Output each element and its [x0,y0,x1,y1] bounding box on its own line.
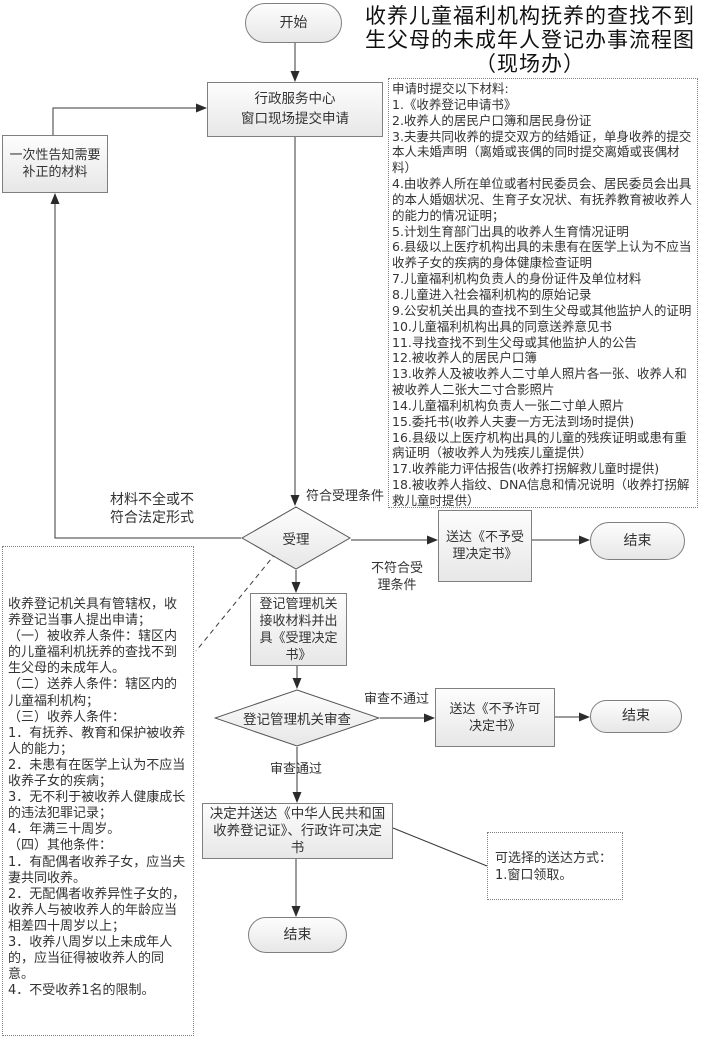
accept-decision-label: 受理 [282,532,310,548]
materials-item: 11.寻找查找不到生父母或其他监护人的公告 [392,334,637,350]
conditions-line: （二）送养人条件：辖区内的儿童福利机构； [8,677,178,709]
deliver-no-accept-node: 送达《不予受理决定书》 [438,510,532,582]
materials-item: 3.夫妻共同收养的提交双方的结婚证，单身收养的提交本人未婚声明（离婚或丧偶的同时… [392,128,692,176]
start-node: 开始 [245,3,342,43]
materials-item: 6.县级以上医疗机构出具的未患有在医学上认为不应当收养子女的疾病的身体健康检查证… [392,239,692,271]
delivery-note-item: 1.窗口领取。 [495,868,573,883]
decide-deliver-label: 决定并送达《中华人民共和国收养登记证》、行政许可决定书 [209,805,386,856]
materials-item: 1.《收养登记申请书》 [392,96,517,112]
materials-item: 8.儿童进入社会福利机构的原始记录 [392,286,592,302]
edge-label-incomplete: 材料不全或不符合法定形式 [110,492,194,526]
materials-item: 5.计划生育部门出具的收养人生育情况证明 [392,223,629,239]
edge-label-review-fail: 审查不通过 [364,692,430,707]
page-title-line1: 收养儿童福利机构抚养的查找不到 [365,4,695,28]
page-title: 收养儿童福利机构抚养的查找不到 生父母的未成年人登记办事流程图 （现场办） [358,4,702,76]
materials-item: 4.由收养人所在单位或者村民委员会、居民委员会出具的本人婚姻状况、生育子女况状、… [392,176,693,223]
deliver-no-accept-label: 送达《不予受理决定书》 [445,530,524,562]
conditions-line: 3．无不利于被收养人健康成长的违法犯罪记录； [8,790,186,822]
materials-note-title: 申请时提交以下材料: [392,81,509,96]
materials-item: 18.被收养人指纹、DNA信息和情况说明（收养打拐解救儿童时提供） [392,477,690,508]
end-node-1: 结束 [590,522,685,560]
end-node-3: 结束 [248,917,347,953]
conditions-line: 1．有抚养、教育和保护被收养人的能力； [8,725,186,757]
conditions-line: 2．无配偶者收养异性子女的，收养人与被收养人的年龄应当相差四十周岁以上； [8,886,186,934]
service-center-line2: 窗口现场提交申请 [241,111,349,127]
conditions-line: （一）被收养人条件：辖区内的儿童福利机抚养的查找不到生父母的未成年人。 [8,629,178,677]
materials-item: 14.儿童福利机构负责人一张二寸单人照片 [392,397,625,413]
review-decision-diamond: 登记管理机关审查 [214,689,380,747]
receive-materials-node: 登记管理机关接收材料并出具《受理决定书》 [250,593,347,666]
review-decision-label: 登记管理机关审查 [243,712,351,728]
conditions-line: 4．年满三十周岁。 [8,822,121,838]
materials-item: 13.收养人及被收养人二寸单人照片各一张、收养人和被收养人二张大二寸合影照片 [392,366,687,398]
end-node-1-label: 结束 [623,532,652,549]
conditions-note: 收养登记机关具有管辖权，收养登记当事人提出申请； （一）被收养人条件：辖区内的儿… [2,546,194,1036]
materials-item: 17.收养能力评估报告(收养打拐解救儿童时提供) [392,461,660,477]
conditions-line: （三）收养人条件： [8,709,126,725]
diamond-shape [214,689,380,747]
materials-note: 申请时提交以下材料: 1.《收养登记申请书》 2.收养人的居民户口簿和居民身份证… [388,78,698,508]
receive-materials-label: 登记管理机关接收材料并出具《受理决定书》 [259,596,338,663]
page-title-line3: （现场办） [475,52,585,76]
end-node-2: 结束 [590,700,682,733]
materials-item: 12.被收养人的居民户口簿 [392,350,537,366]
service-center-line1: 行政服务中心 [254,91,336,107]
notify-correction-node: 一次性告知需要补正的材料 [2,135,108,193]
notify-correction-label: 一次性告知需要补正的材料 [9,148,101,180]
edge-label-not-meet-accept: 不符合受理条件 [370,561,423,593]
deliver-no-permit-label: 送达《不予许可决定书》 [449,701,541,734]
page-title-line2: 生父母的未成年人登记办事流程图 [365,28,695,52]
edge-label-meet-accept: 符合受理条件 [306,489,385,504]
materials-item: 9.公安机关出具的查找不到生父母或其他监护人的证明 [392,302,692,318]
delivery-note-title: 可选择的送达方式： [495,851,613,866]
diamond-shape [241,506,351,570]
conditions-line: （四）其他条件： [8,838,113,854]
deliver-no-permit-node: 送达《不予许可决定书》 [435,688,555,747]
conditions-line: 收养登记机关具有管辖权，收养登记当事人提出申请； [8,597,178,629]
edge-label-review-pass: 审查通过 [270,762,323,777]
delivery-note: 可选择的送达方式： 1.窗口领取。 [487,832,623,900]
accept-decision-diamond: 受理 [241,506,351,570]
decide-deliver-node: 决定并送达《中华人民共和国收养登记证》、行政许可决定书 [202,803,393,859]
materials-item: 16.县级以上医疗机构出具的儿童的残疾证明或患有重病证明（被收养人为残疾儿童提供… [392,429,687,461]
conditions-line: 2．未患有在医学上认为不应当收养子女的疾病； [8,757,186,790]
end-node-2-label: 结束 [622,708,650,724]
service-center-node: 行政服务中心 窗口现场提交申请 [207,82,383,137]
conditions-line: 3．收养八周岁以上未成年人的，应当征得被收养人的同意。 [8,934,173,983]
end-node-3-label: 结束 [283,926,312,943]
conditions-line: 1．有配偶者收养子女，应当夫妻共同收养。 [8,854,186,886]
conditions-line: 4．不受收养1名的限制。 [8,983,155,999]
start-node-label: 开始 [279,14,308,31]
materials-item: 10.儿童福利机构出具的同意送养意见书 [392,318,612,334]
materials-item: 7.儿童福利机构负责人的身份证件及单位材料 [392,271,642,287]
materials-item: 15.委托书(收养人夫妻一方无法到场时提供) [392,413,635,429]
materials-item: 2.收养人的居民户口簿和居民身份证 [392,112,592,128]
